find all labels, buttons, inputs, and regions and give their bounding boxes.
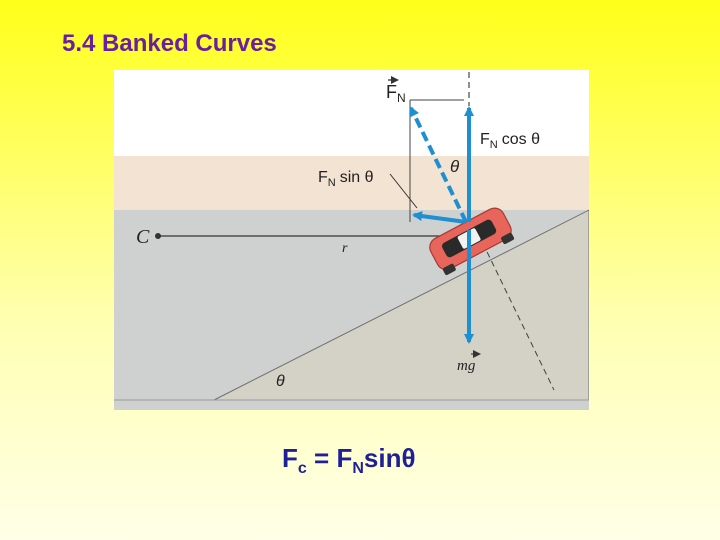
sin-component-leader xyxy=(389,173,418,209)
angle-label-bottom: θ xyxy=(276,373,285,390)
slide-title: 5.4 Banked Curves xyxy=(62,30,277,57)
vertical-component-subscript: N xyxy=(490,139,498,151)
equation-equals: = xyxy=(314,443,330,473)
vertical-component-function: cos θ xyxy=(502,131,540,148)
horizontal-component-symbol: F xyxy=(318,169,328,186)
center-label: C xyxy=(136,226,150,248)
horizontal-component-arrow xyxy=(412,211,467,224)
sky-band xyxy=(114,156,589,210)
equation-lhs-subscript: c xyxy=(297,460,307,478)
normal-force-symbol: F xyxy=(386,82,397,102)
angle-label-top: θ xyxy=(450,157,460,176)
equation-rhs: F xyxy=(336,443,353,473)
equation-rhs-function: sinθ xyxy=(363,443,416,473)
normal-force-label: FN xyxy=(386,82,406,105)
radius-label: r xyxy=(342,241,348,256)
perpendicular-reference-line xyxy=(473,224,555,391)
equation-rhs-subscript: N xyxy=(352,460,364,478)
horizontal-component-subscript: N xyxy=(328,177,336,189)
centripetal-force-equation: Fc = FNsinθ xyxy=(282,443,416,478)
equation-lhs: F xyxy=(282,443,298,473)
vertical-component-symbol: F xyxy=(480,131,490,148)
horizontal-component-function: sin θ xyxy=(340,169,374,186)
normal-force-subscript: N xyxy=(397,91,406,105)
normal-force-arrow xyxy=(409,106,468,223)
weight-label: mg xyxy=(457,358,476,374)
